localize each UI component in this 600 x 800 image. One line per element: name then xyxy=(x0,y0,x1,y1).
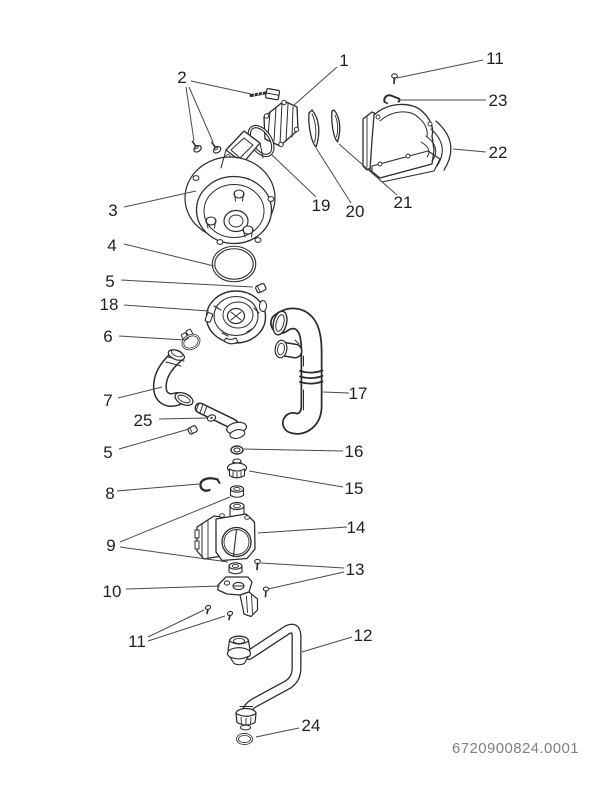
callout-label-16-17: 16 xyxy=(345,442,364,461)
part-8-wire-clip-drawing xyxy=(199,477,221,492)
callout-label-24-26: 24 xyxy=(302,716,321,735)
callout-leader-22-4 xyxy=(452,148,487,153)
fan-screw-posts xyxy=(205,189,254,238)
callout-label-10-23: 10 xyxy=(103,582,122,601)
callout-label-12-25: 12 xyxy=(354,626,373,645)
callout-leader-18-11 xyxy=(123,304,210,312)
callout-leader-15-18 xyxy=(248,470,344,488)
callout-label-14-20: 14 xyxy=(347,518,366,537)
part-21-plate-drawing xyxy=(331,109,341,143)
part-1-venturi-drawing xyxy=(263,99,300,148)
part-11-top-screw-drawing xyxy=(391,73,398,85)
part-18-fan-wheel-drawing xyxy=(204,290,267,345)
callout-label-19-6: 19 xyxy=(312,196,331,215)
callout-leader-20-7 xyxy=(315,147,352,204)
callout-leader-9-21 xyxy=(119,496,231,543)
callout-leader-11-2 xyxy=(396,59,484,79)
callout-leader-24-26 xyxy=(255,727,300,738)
part-5-plug-upper-drawing xyxy=(255,282,267,294)
part-4-oring-drawing xyxy=(211,245,257,283)
callout-label-23-3: 23 xyxy=(489,91,508,110)
callout-leader-21-8 xyxy=(338,143,398,196)
callout-label-5-15: 5 xyxy=(103,443,112,462)
callout-label-11-2: 11 xyxy=(486,49,504,68)
callout-leader-10-23 xyxy=(125,585,221,590)
pipe-top-fitting xyxy=(226,635,252,666)
callout-leader-2-1 xyxy=(185,86,195,142)
part-9-grommet-upper-drawing xyxy=(229,485,245,498)
callout-label-4-9: 4 xyxy=(107,236,116,255)
callout-leader-2-1 xyxy=(190,80,252,95)
callout-leader-9-21 xyxy=(119,546,229,563)
part-15-fitting-drawing xyxy=(226,458,248,479)
callout-leader-25-14 xyxy=(158,417,208,420)
callout-label-1-0: 1 xyxy=(339,51,348,70)
callout-label-3-5: 3 xyxy=(108,201,117,220)
part-2-long-screw-drawing xyxy=(249,87,281,101)
callout-label-18-11: 18 xyxy=(100,295,119,314)
callout-leader-7-13 xyxy=(117,386,163,399)
part-16-washer-drawing xyxy=(230,445,244,455)
callout-label-20-7: 20 xyxy=(346,202,365,221)
part-13-screws-drawing xyxy=(254,558,270,598)
callout-leader-3-5 xyxy=(123,190,197,208)
part-11-bottom-screws-drawing xyxy=(204,604,234,621)
callout-leader-19-6 xyxy=(270,153,317,198)
callout-leader-12-25 xyxy=(301,636,353,653)
callout-label-5-10: 5 xyxy=(105,272,114,291)
callout-leader-1-0 xyxy=(292,66,338,107)
document-number: 6720900824.0001 xyxy=(452,740,579,757)
part-9-grommet-lower-drawing xyxy=(228,562,243,575)
callout-label-6-12: 6 xyxy=(103,327,112,346)
callout-leader-17-16 xyxy=(322,391,350,394)
callout-label-22-4: 22 xyxy=(489,143,508,162)
part-23-clip-drawing xyxy=(383,94,401,105)
part-7-hose-drawing xyxy=(152,349,194,407)
part-12-gas-pipe-drawing xyxy=(226,623,302,731)
callout-label-21-8: 21 xyxy=(394,193,413,212)
callout-label-2-1: 2 xyxy=(177,68,186,87)
callout-label-17-16: 17 xyxy=(349,384,368,403)
callout-leader-6-12 xyxy=(118,335,186,341)
callout-leader-13-22 xyxy=(260,562,345,569)
callout-leader-5-15 xyxy=(118,428,190,450)
part-6-clamp-drawing xyxy=(180,328,201,351)
callout-label-7-13: 7 xyxy=(103,391,112,410)
callout-leader-11-24 xyxy=(147,615,226,642)
part-3-fan-housing-drawing xyxy=(184,130,276,245)
part-5-plug-lower-drawing xyxy=(187,425,198,435)
callout-leader-8-19 xyxy=(116,483,200,492)
part-2-small-screws-drawing xyxy=(191,140,222,154)
part-20-gasket-drawing xyxy=(308,109,320,148)
callout-label-25-14: 25 xyxy=(134,411,153,430)
callout-leader-11-24 xyxy=(147,609,205,638)
pipe-bottom-nut xyxy=(235,706,257,731)
callout-leader-13-22 xyxy=(267,571,345,590)
callout-leader-2-1 xyxy=(188,86,214,143)
part-17-intake-pipe-drawing xyxy=(270,307,324,435)
part-25-pipe-drawing xyxy=(194,402,248,439)
part-24-oring-drawing xyxy=(236,733,253,746)
part-14-gas-valve-drawing xyxy=(194,501,256,562)
callout-leader-14-20 xyxy=(257,526,348,534)
callout-label-9-21: 9 xyxy=(106,536,115,555)
callout-label-13-22: 13 xyxy=(346,560,365,579)
callout-label-15-18: 15 xyxy=(345,479,364,498)
callout-label-8-19: 8 xyxy=(105,484,114,503)
callout-label-11-24: 11 xyxy=(128,632,146,651)
callout-leader-5-10 xyxy=(120,279,254,288)
callout-leader-4-9 xyxy=(123,243,215,267)
part-10-bracket-drawing xyxy=(217,576,259,618)
part-22-elbow-drawing xyxy=(362,103,452,183)
callout-leader-16-17 xyxy=(243,448,344,452)
